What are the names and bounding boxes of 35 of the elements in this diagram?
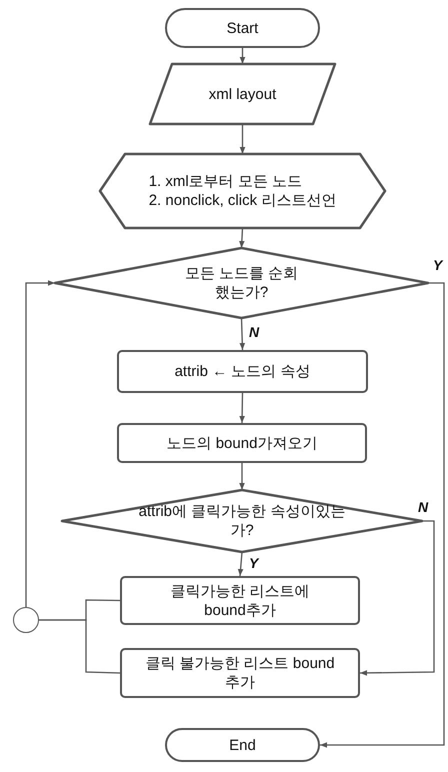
- arrow: [360, 520, 435, 676]
- edge-label: Y: [248, 556, 260, 571]
- data-parallelogram: [150, 64, 335, 124]
- arrow: [238, 552, 244, 576]
- node-text: 2. nonclick, click 리스트선언: [148, 191, 336, 210]
- arrow: [25, 280, 55, 607]
- node-text: 클릭 불가능한 리스트 bound 추가: [145, 654, 335, 692]
- node-text: xml layout: [208, 84, 276, 104]
- arrow: [239, 392, 245, 424]
- process-box: [117, 350, 368, 393]
- node-text: Start: [226, 18, 258, 38]
- node-text: 1. xml로부터 모든 노드: [148, 172, 302, 191]
- node-text: attrib ← 노드의 속성: [174, 362, 310, 381]
- edge-label: N: [417, 500, 430, 515]
- node-text: 클릭가능한 리스트에 bound추가: [169, 582, 311, 620]
- node-text: End: [229, 736, 256, 754]
- edge-label: N: [248, 325, 260, 340]
- process-box: [117, 423, 367, 463]
- node-text: 노드의 bound가져오기: [166, 434, 318, 452]
- node-text: 모든 노드를 순회했는가?: [184, 264, 300, 302]
- preparation-hexagon: [100, 154, 385, 228]
- terminal-shape: [165, 728, 320, 762]
- node-text: attrib에 클릭가능한 속성이있는가?: [138, 502, 346, 540]
- arrow: [240, 124, 246, 154]
- arrow: [240, 48, 246, 64]
- edge-label: Y: [432, 258, 444, 273]
- arrow: [239, 318, 246, 350]
- terminal-shape: [165, 8, 320, 48]
- arrow: [320, 282, 445, 748]
- process-box: [120, 648, 360, 698]
- process-box: [120, 576, 360, 625]
- arrow: [239, 463, 245, 490]
- arrow: [239, 228, 245, 248]
- decision-diamond: [55, 248, 428, 318]
- connector-circle: [13, 607, 39, 633]
